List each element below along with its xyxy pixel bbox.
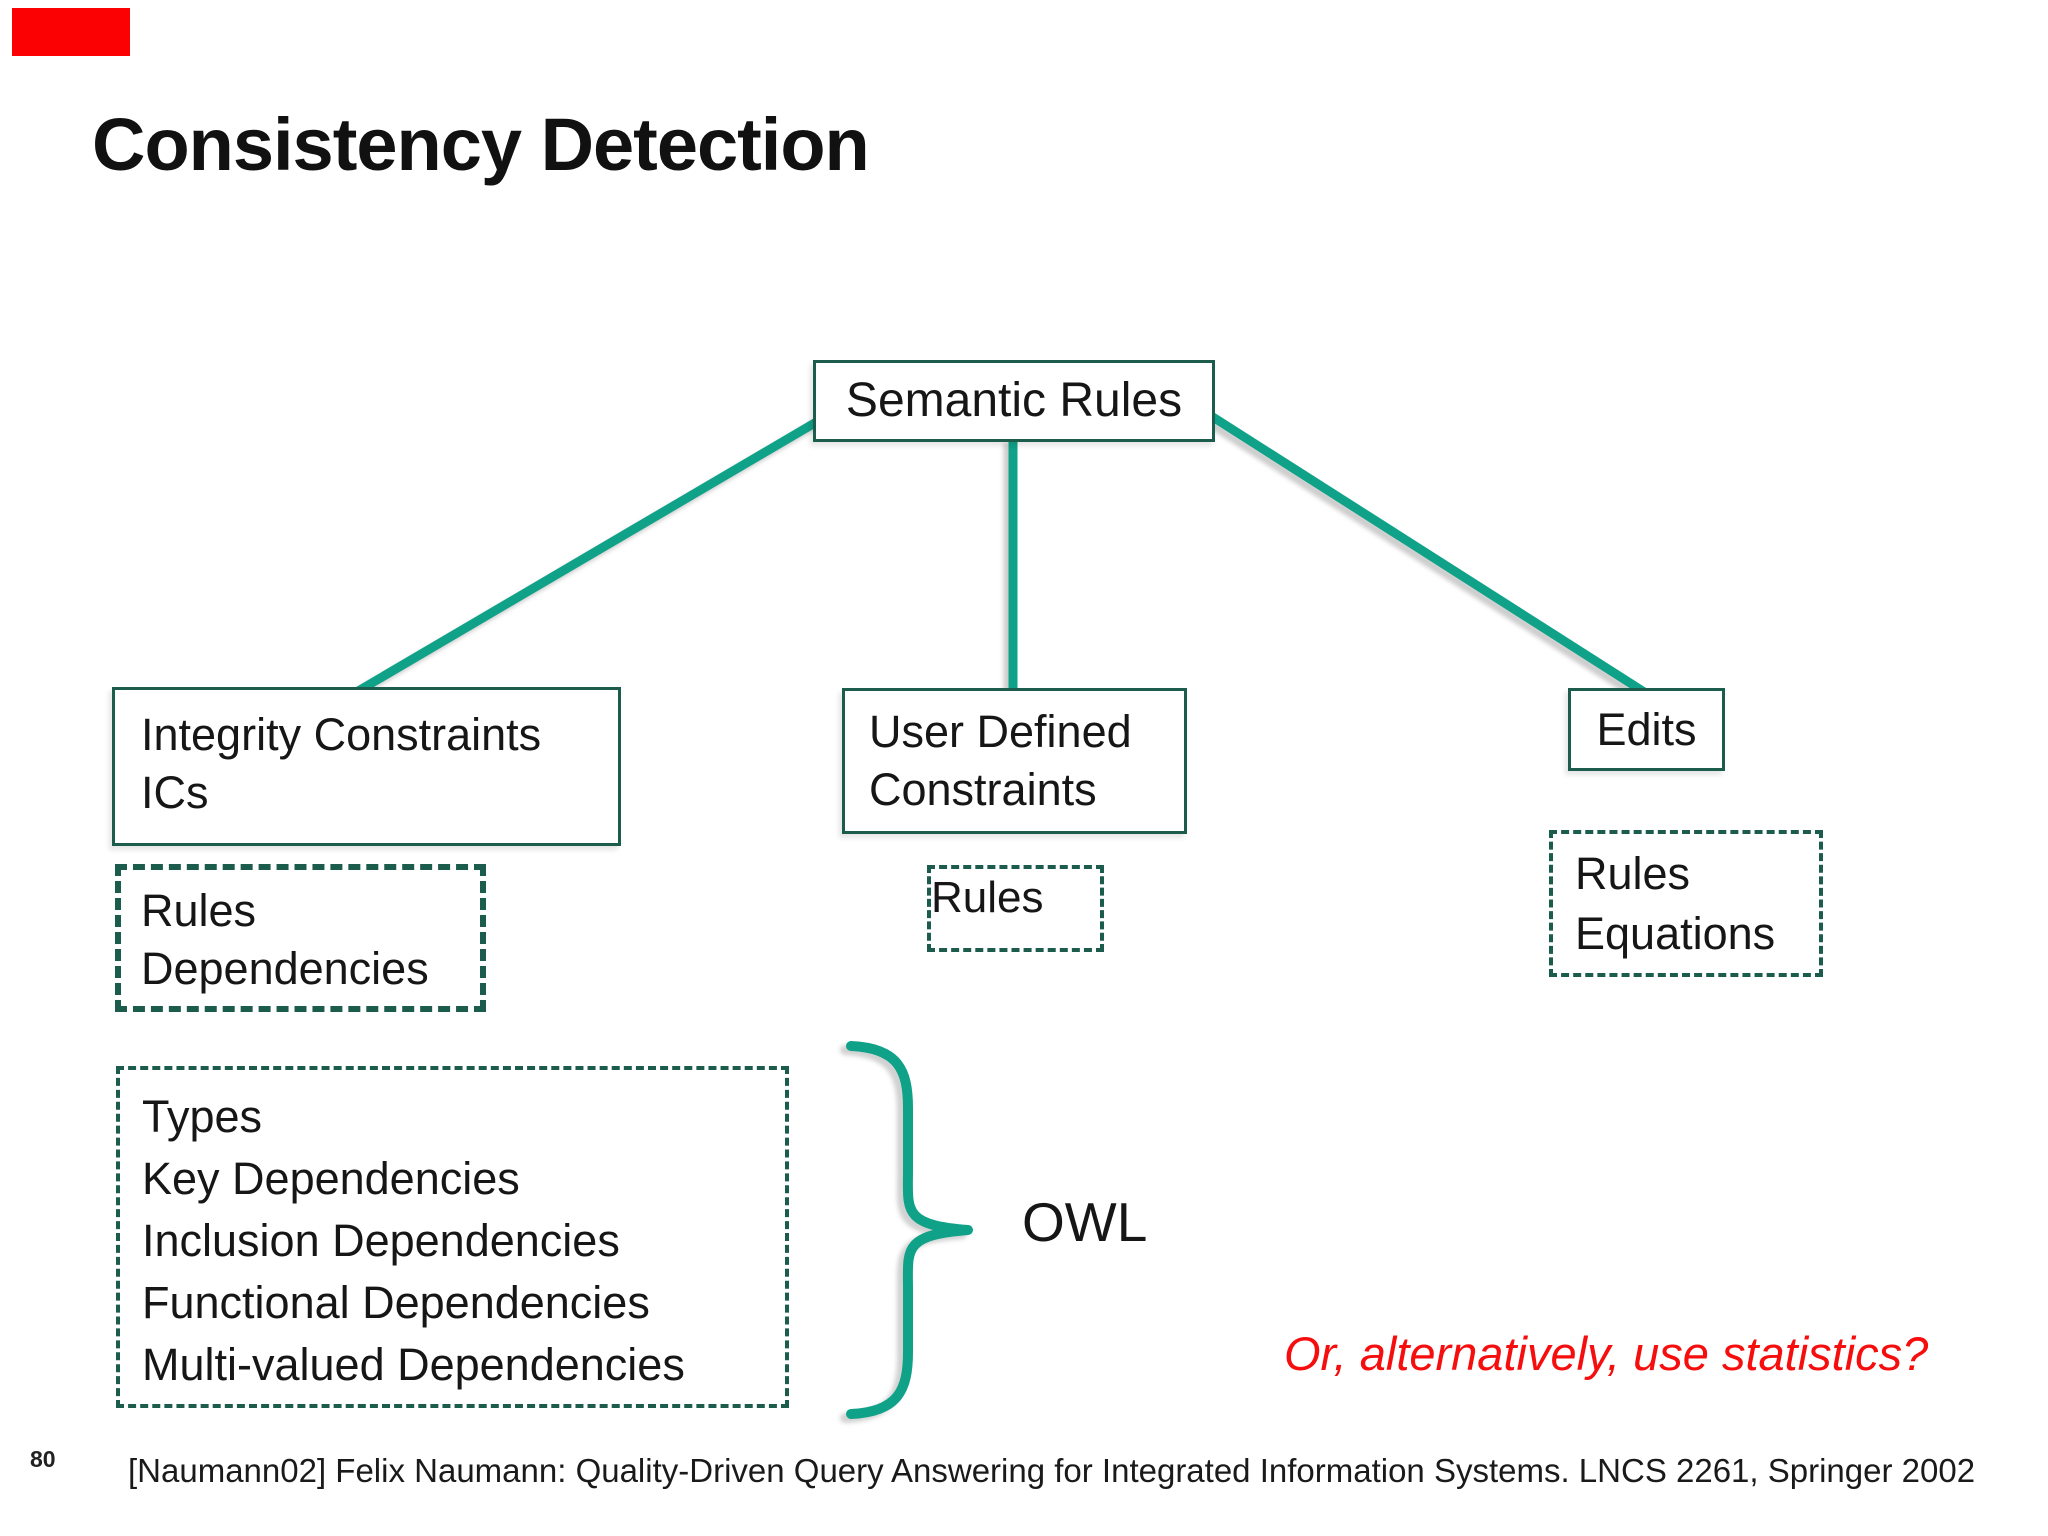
page-title: Consistency Detection [92, 103, 870, 186]
curly-brace [846, 1041, 973, 1419]
rules-equations-line1: Rules [1575, 848, 1691, 899]
rules-box: Rules [927, 865, 1104, 952]
edits-label: Edits [1596, 703, 1697, 755]
list-item: Types [142, 1091, 263, 1142]
red-note: Or, alternatively, use statistics? [1284, 1327, 1929, 1380]
rules-equations-line2: Equations [1575, 908, 1776, 959]
list-item: Inclusion Dependencies [142, 1215, 620, 1266]
citation: [Naumann02] Felix Naumann: Quality-Drive… [128, 1452, 1976, 1489]
list-item: Multi-valued Dependencies [142, 1339, 685, 1390]
list-item: Functional Dependencies [142, 1277, 650, 1328]
connector-line-right [1202, 408, 1655, 701]
rules-dependencies-box: Rules Dependencies [115, 864, 486, 1012]
list-item: Key Dependencies [142, 1153, 520, 1204]
rules-label: Rules [931, 873, 1044, 922]
rules-dependencies-line1: Rules [141, 885, 257, 936]
integrity-constraints-line1: Integrity Constraints [141, 709, 542, 760]
rules-equations-box: Rules Equations [1549, 830, 1823, 977]
integrity-constraints-box: Integrity Constraints ICs [112, 687, 621, 846]
semantic-rules-label: Semantic Rules [845, 374, 1183, 427]
user-defined-line1: User Defined [869, 706, 1132, 757]
semantic-rules-box: Semantic Rules [813, 360, 1215, 442]
user-defined-line2: Constraints [869, 764, 1097, 815]
dependency-types-box: Types Key Dependencies Inclusion Depende… [116, 1066, 789, 1408]
edits-box: Edits [1568, 688, 1725, 771]
red-corner-marker [12, 8, 130, 56]
connector-line-left [345, 410, 833, 701]
user-defined-constraints-box: User Defined Constraints [842, 688, 1187, 834]
page-number: 80 [30, 1446, 56, 1472]
owl-label: OWL [1022, 1191, 1148, 1253]
rules-dependencies-line2: Dependencies [141, 943, 429, 994]
integrity-constraints-line2: ICs [141, 767, 209, 818]
